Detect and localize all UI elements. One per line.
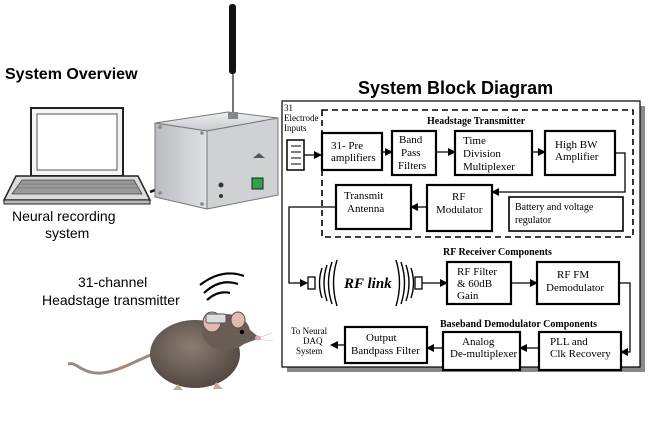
rf-waves-left [318, 259, 338, 307]
electrode-inputs-label-3: Inputs [284, 123, 307, 133]
rf-fm-demod-block [535, 260, 621, 306]
highbw-block [543, 129, 617, 177]
output-filter-line2: Bandpass Filter [351, 345, 420, 357]
headstage-region [321, 109, 634, 238]
bandpass-line1: Band [399, 134, 423, 146]
transmit-antenna-line1: Transmit [344, 190, 383, 202]
tdm-line1: Time [463, 135, 486, 147]
battery-line1: Battery and voltage [515, 202, 594, 213]
computer-label-line1: Neural recording [12, 208, 116, 224]
to-daq-line1: To Neural [291, 326, 328, 336]
tdm-block [453, 129, 534, 177]
overview-title: System Overview [5, 66, 138, 83]
transmit-antenna-block [334, 183, 413, 231]
rf-filter-line2: & 60dB [457, 278, 492, 290]
baseband-title: Baseband Demodulator Components [440, 319, 597, 330]
transmit-antenna-line2: Antenna [347, 203, 384, 215]
electrode-inputs-label-1: 31 [284, 103, 293, 113]
rf-filter-block [445, 260, 513, 306]
rf-receiver-title: RF Receiver Components [443, 247, 552, 258]
wireless-signal-icon [199, 272, 245, 301]
battery-block [508, 196, 624, 232]
pll-line1: PLL and [550, 336, 588, 348]
rf-filter-line1: RF Filter [457, 266, 497, 278]
computer-label-line2: system [45, 225, 89, 241]
rf-filter-line3: Gain [457, 290, 479, 302]
preamp-line1: 31- Pre [331, 140, 363, 152]
to-daq-line3: System [296, 346, 323, 356]
bandpass-line2: Pass [401, 147, 421, 159]
rat-icon [67, 311, 274, 390]
to-daq-line2: DAQ [303, 336, 323, 346]
rat-label-line1: 31-channel [78, 274, 147, 290]
rf-modulator-line2: Modulator [436, 204, 483, 216]
block-diagram-title: System Block Diagram [358, 78, 553, 98]
highbw-line1: High BW [555, 139, 598, 151]
analog-demux-line1: Analog [462, 336, 495, 348]
receiver-device-icon [154, 111, 279, 210]
block-diagram: System Block Diagram 31 Electrode Inputs… [281, 78, 645, 372]
rf-waves-right [395, 259, 415, 307]
analog-demux-line2: De-multiplexer [450, 348, 518, 360]
output-filter-line1: Output [366, 332, 397, 344]
laptop-icon [2, 107, 152, 205]
pll-block [537, 330, 623, 372]
rf-modulator-line1: RF [452, 191, 465, 203]
headstage-icon [205, 313, 227, 324]
rf-link-label: RF link [343, 276, 392, 292]
rf-modulator-block [425, 183, 494, 233]
analog-demux-block [441, 330, 522, 372]
antenna-icon [228, 4, 238, 119]
rat-label-line2: Headstage transmitter [42, 292, 180, 308]
tx-antenna-symbol [307, 276, 316, 290]
electrode-inputs-label-2: Electrode [284, 113, 318, 123]
pll-line2: Clk Recovery [550, 348, 611, 360]
bandpass-block [390, 129, 438, 177]
system-overview: System Overview Neural recording system [2, 4, 279, 390]
bandpass-line3: Filters [398, 160, 426, 172]
rf-fm-demod-line1: RF FM [557, 269, 589, 281]
headstage-title: Headstage Transmitter [427, 116, 526, 127]
tdm-line3: Multiplexer [463, 161, 515, 173]
highbw-line2: Amplifier [555, 151, 599, 163]
output-filter-block [343, 325, 429, 365]
tdm-line2: Division [463, 148, 501, 160]
preamp-line2: amplifiers [331, 152, 376, 164]
rf-fm-demod-line2: Demodulator [546, 282, 604, 294]
rx-antenna-symbol [414, 276, 423, 290]
power-led-icon [251, 177, 264, 190]
battery-line2: regulator [515, 215, 552, 226]
electrode-input-connector [286, 139, 305, 171]
